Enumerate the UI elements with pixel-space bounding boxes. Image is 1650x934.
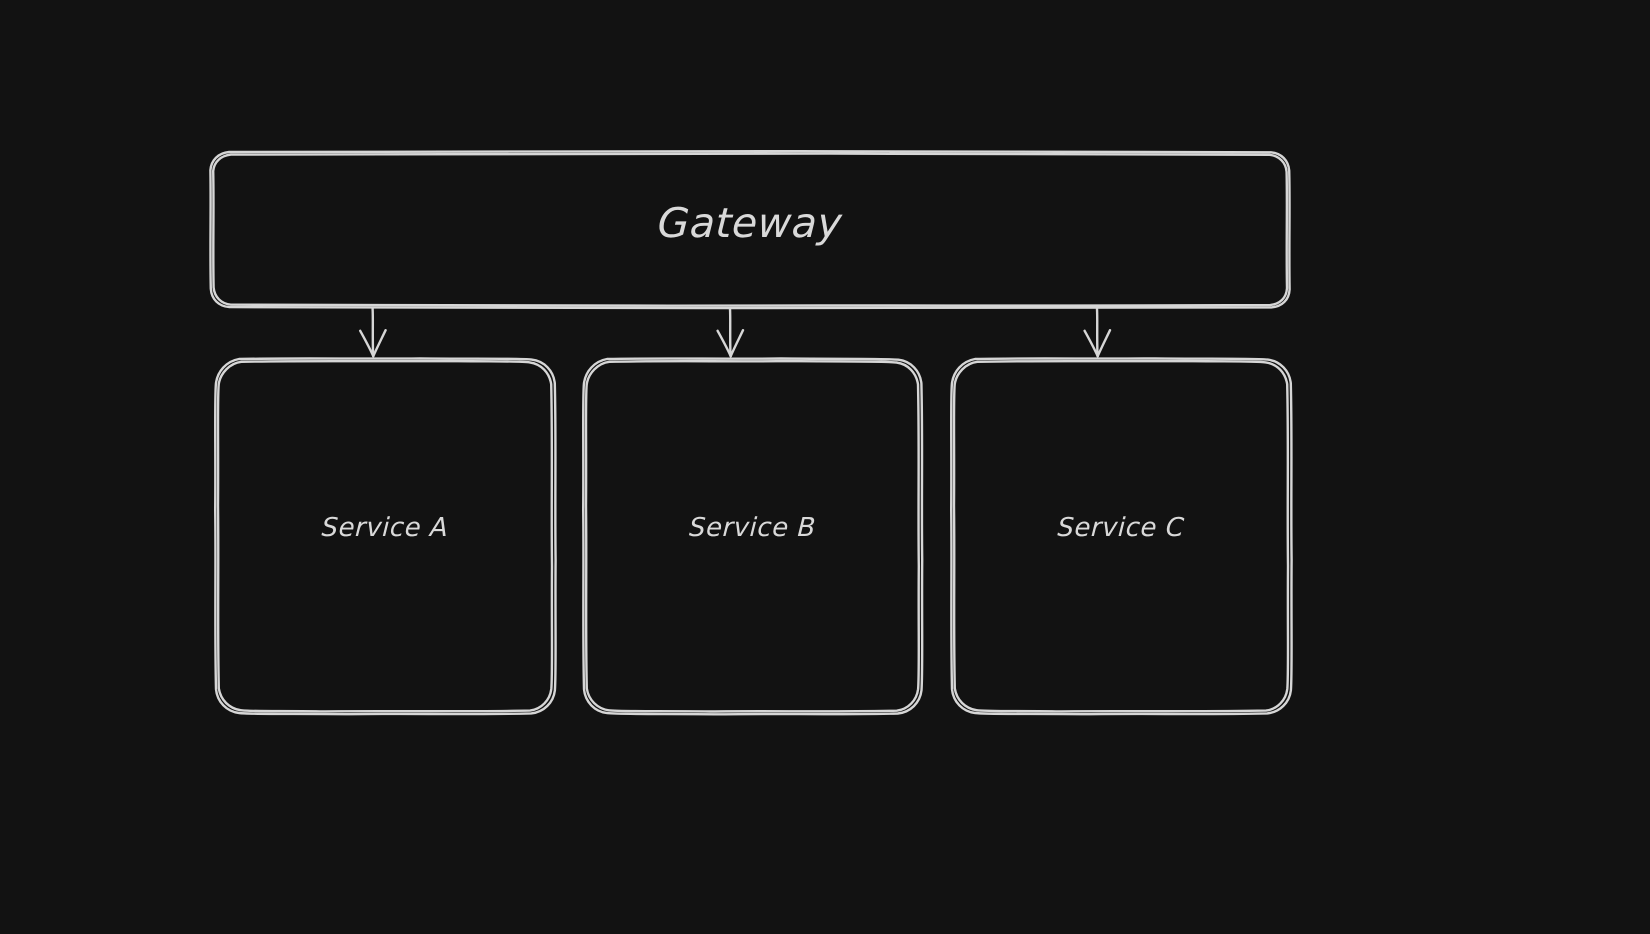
gateway-node-shape[interactable] (209, 150, 1291, 310)
service-c-node-shape[interactable] (949, 357, 1293, 716)
gateway-node[interactable] (210, 151, 1290, 308)
service-b-node-shape[interactable] (581, 357, 924, 716)
service-c-node[interactable] (950, 358, 1292, 715)
edge-gateway-to-service-b[interactable] (716, 307, 745, 358)
service-a-node-shape[interactable] (213, 357, 557, 716)
service-a-node[interactable] (214, 358, 556, 715)
edge-gateway-to-service-a[interactable] (359, 307, 387, 358)
service-b-node[interactable] (583, 358, 922, 715)
edge-gateway-to-service-c[interactable] (1083, 307, 1112, 358)
